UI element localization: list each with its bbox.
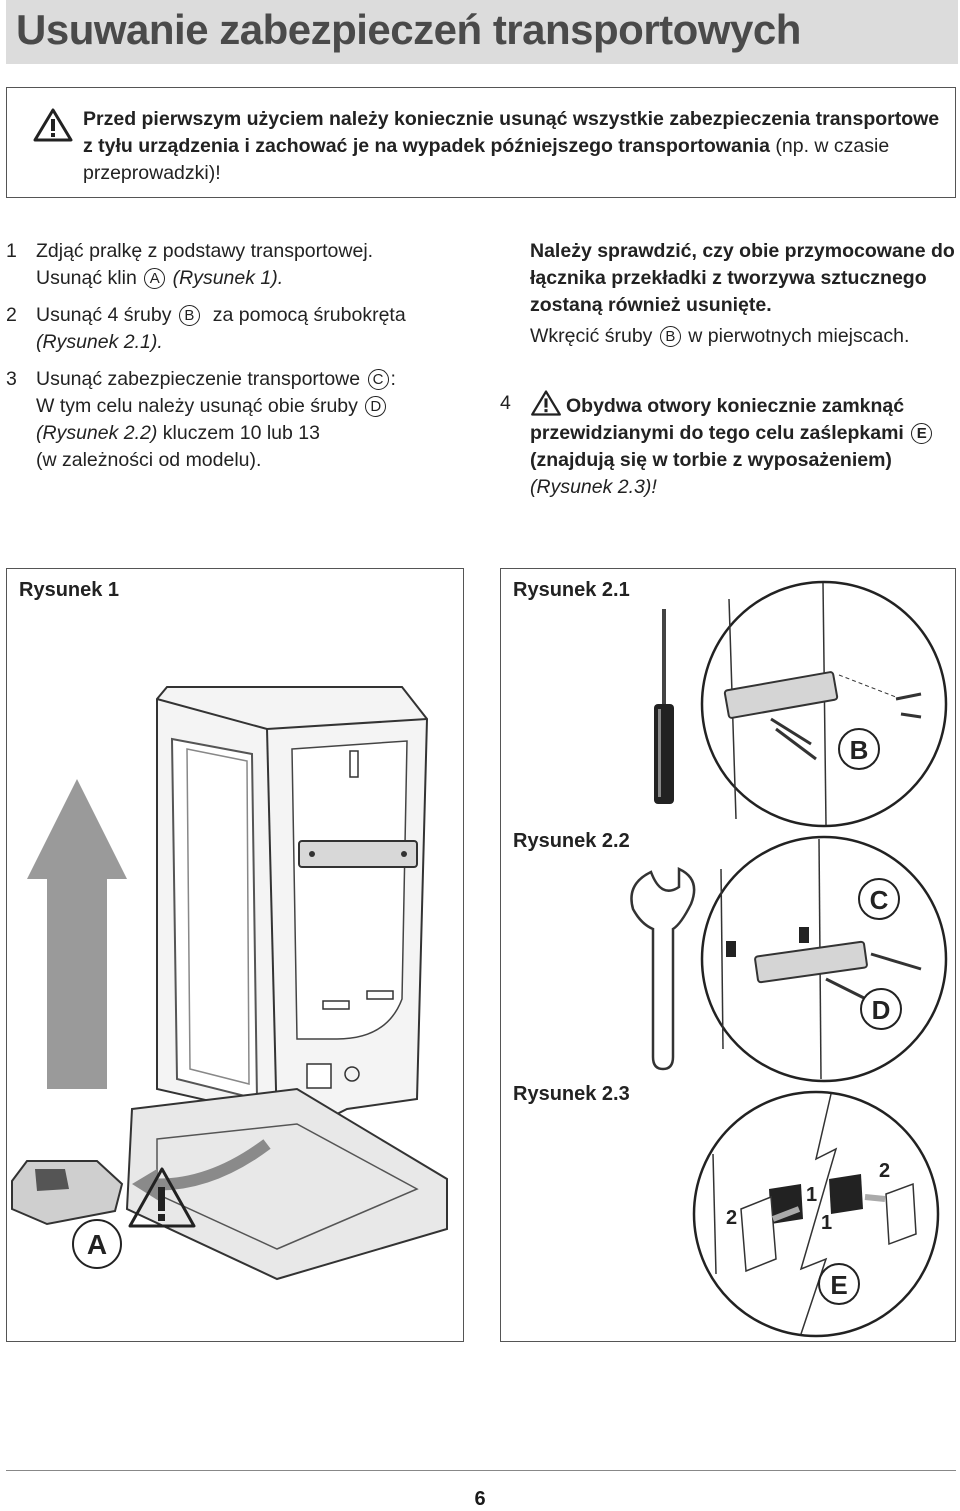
wrench-icon [630, 867, 696, 1071]
screw-text: w pierwotnych miejscach. [688, 325, 910, 347]
figure-label: Rysunek 2.3 [513, 1083, 630, 1105]
circle-label: B [659, 326, 681, 347]
step-text: Zdjąć pralkę z podstawy transportowej. [36, 240, 374, 262]
screwdriver-icon [654, 609, 674, 804]
step-text: za pomocą śrubokręta [212, 304, 406, 326]
washing-machine-illustration: A [11, 686, 448, 1281]
check-text: Należy sprawdzić, czy obie przymocowane … [530, 240, 955, 316]
number-2: 2 [879, 1160, 890, 1182]
warning-text: Przed pierwszym użyciem należy konieczni… [83, 106, 953, 187]
figure-label: Rysunek 1 [19, 579, 120, 601]
warning-bold: Przed pierwszym użyciem należy konieczni… [83, 108, 940, 157]
step-text: Usunąć klin [36, 267, 137, 289]
step-2: 2 Usunąć 4 śruby B za pomocą śrubokręta … [6, 302, 476, 356]
step4-text: (znajdują się w torbie z wyposażeniem) [530, 449, 892, 471]
footer-divider [6, 1470, 956, 1471]
detail-illustrations: B C D 1 1 2 2 E [630, 580, 948, 1338]
circle-label: B [178, 305, 200, 326]
circle-label: C [367, 369, 389, 390]
page-title: Usuwanie zabezpieczeń transportowych [16, 6, 801, 53]
letter-b: B [850, 735, 869, 765]
warning-plain: (np. w czasie przeprowadzki)! [83, 135, 890, 184]
right-column: Należy sprawdzić, czy obie przymocowane … [530, 238, 955, 354]
figure-2: Rysunek 2.1 Rysunek 2.2 Rysunek 2.3 B [500, 568, 956, 1342]
title-bar: Usuwanie zabezpieczeń transportowych [6, 0, 958, 64]
letter-a: A [87, 1229, 107, 1260]
step4-text: Obydwa otwory koniecznie zamknąć przewid… [530, 395, 905, 444]
figure-ref: (Rysunek 2.1). [36, 331, 163, 353]
step-text: kluczem 10 lub 13 [157, 422, 320, 444]
letter-d: D [872, 995, 891, 1025]
step-number: 3 [6, 368, 17, 390]
figure-ref: (Rysunek 1). [172, 267, 284, 289]
letter-c: C [870, 885, 889, 915]
warning-icon [128, 1167, 196, 1228]
number-1: 1 [806, 1184, 817, 1206]
circle-label: A [144, 268, 166, 289]
up-arrow-icon [27, 779, 127, 1089]
step-text: (w zależności od modelu). [36, 449, 262, 471]
step-number: 4 [500, 392, 511, 414]
step-1: 1 Zdjąć pralkę z podstawy transportowej.… [6, 238, 476, 292]
step-number: 1 [6, 240, 17, 262]
step-number: 2 [6, 304, 17, 326]
circle-label: E [911, 423, 933, 444]
figure-ref: (Rysunek 2.3)! [530, 476, 657, 498]
screw-text: Wkręcić śruby [530, 325, 653, 347]
step-text: Usunąć 4 śruby [36, 304, 172, 326]
step-text: W tym celu należy usunąć obie śruby [36, 395, 358, 417]
figure-label: Rysunek 2.1 [513, 579, 630, 601]
letter-e: E [830, 1270, 847, 1300]
warning-icon [531, 390, 561, 416]
steps-list: 1 Zdjąć pralkę z podstawy transportowej.… [6, 238, 476, 484]
circle-label: D [365, 396, 387, 417]
step-text: : [390, 368, 396, 390]
number-1: 1 [821, 1212, 832, 1234]
figure-ref: (Rysunek 2.2) [36, 422, 158, 444]
warning-icon [33, 108, 73, 142]
step-text: Usunąć zabezpieczenie transportowe [36, 368, 361, 390]
warning-box: Przed pierwszym użyciem należy konieczni… [6, 87, 956, 198]
step-4: 4 Obydwa otwory koniecznie zamknąć przew… [500, 390, 955, 501]
page-number: 6 [474, 1488, 486, 1510]
step-3: 3 Usunąć zabezpieczenie transportowe C: … [6, 366, 476, 474]
figure-label: Rysunek 2.2 [513, 830, 630, 852]
number-2: 2 [726, 1207, 737, 1229]
figure-1: Rysunek 1 A [6, 568, 464, 1342]
